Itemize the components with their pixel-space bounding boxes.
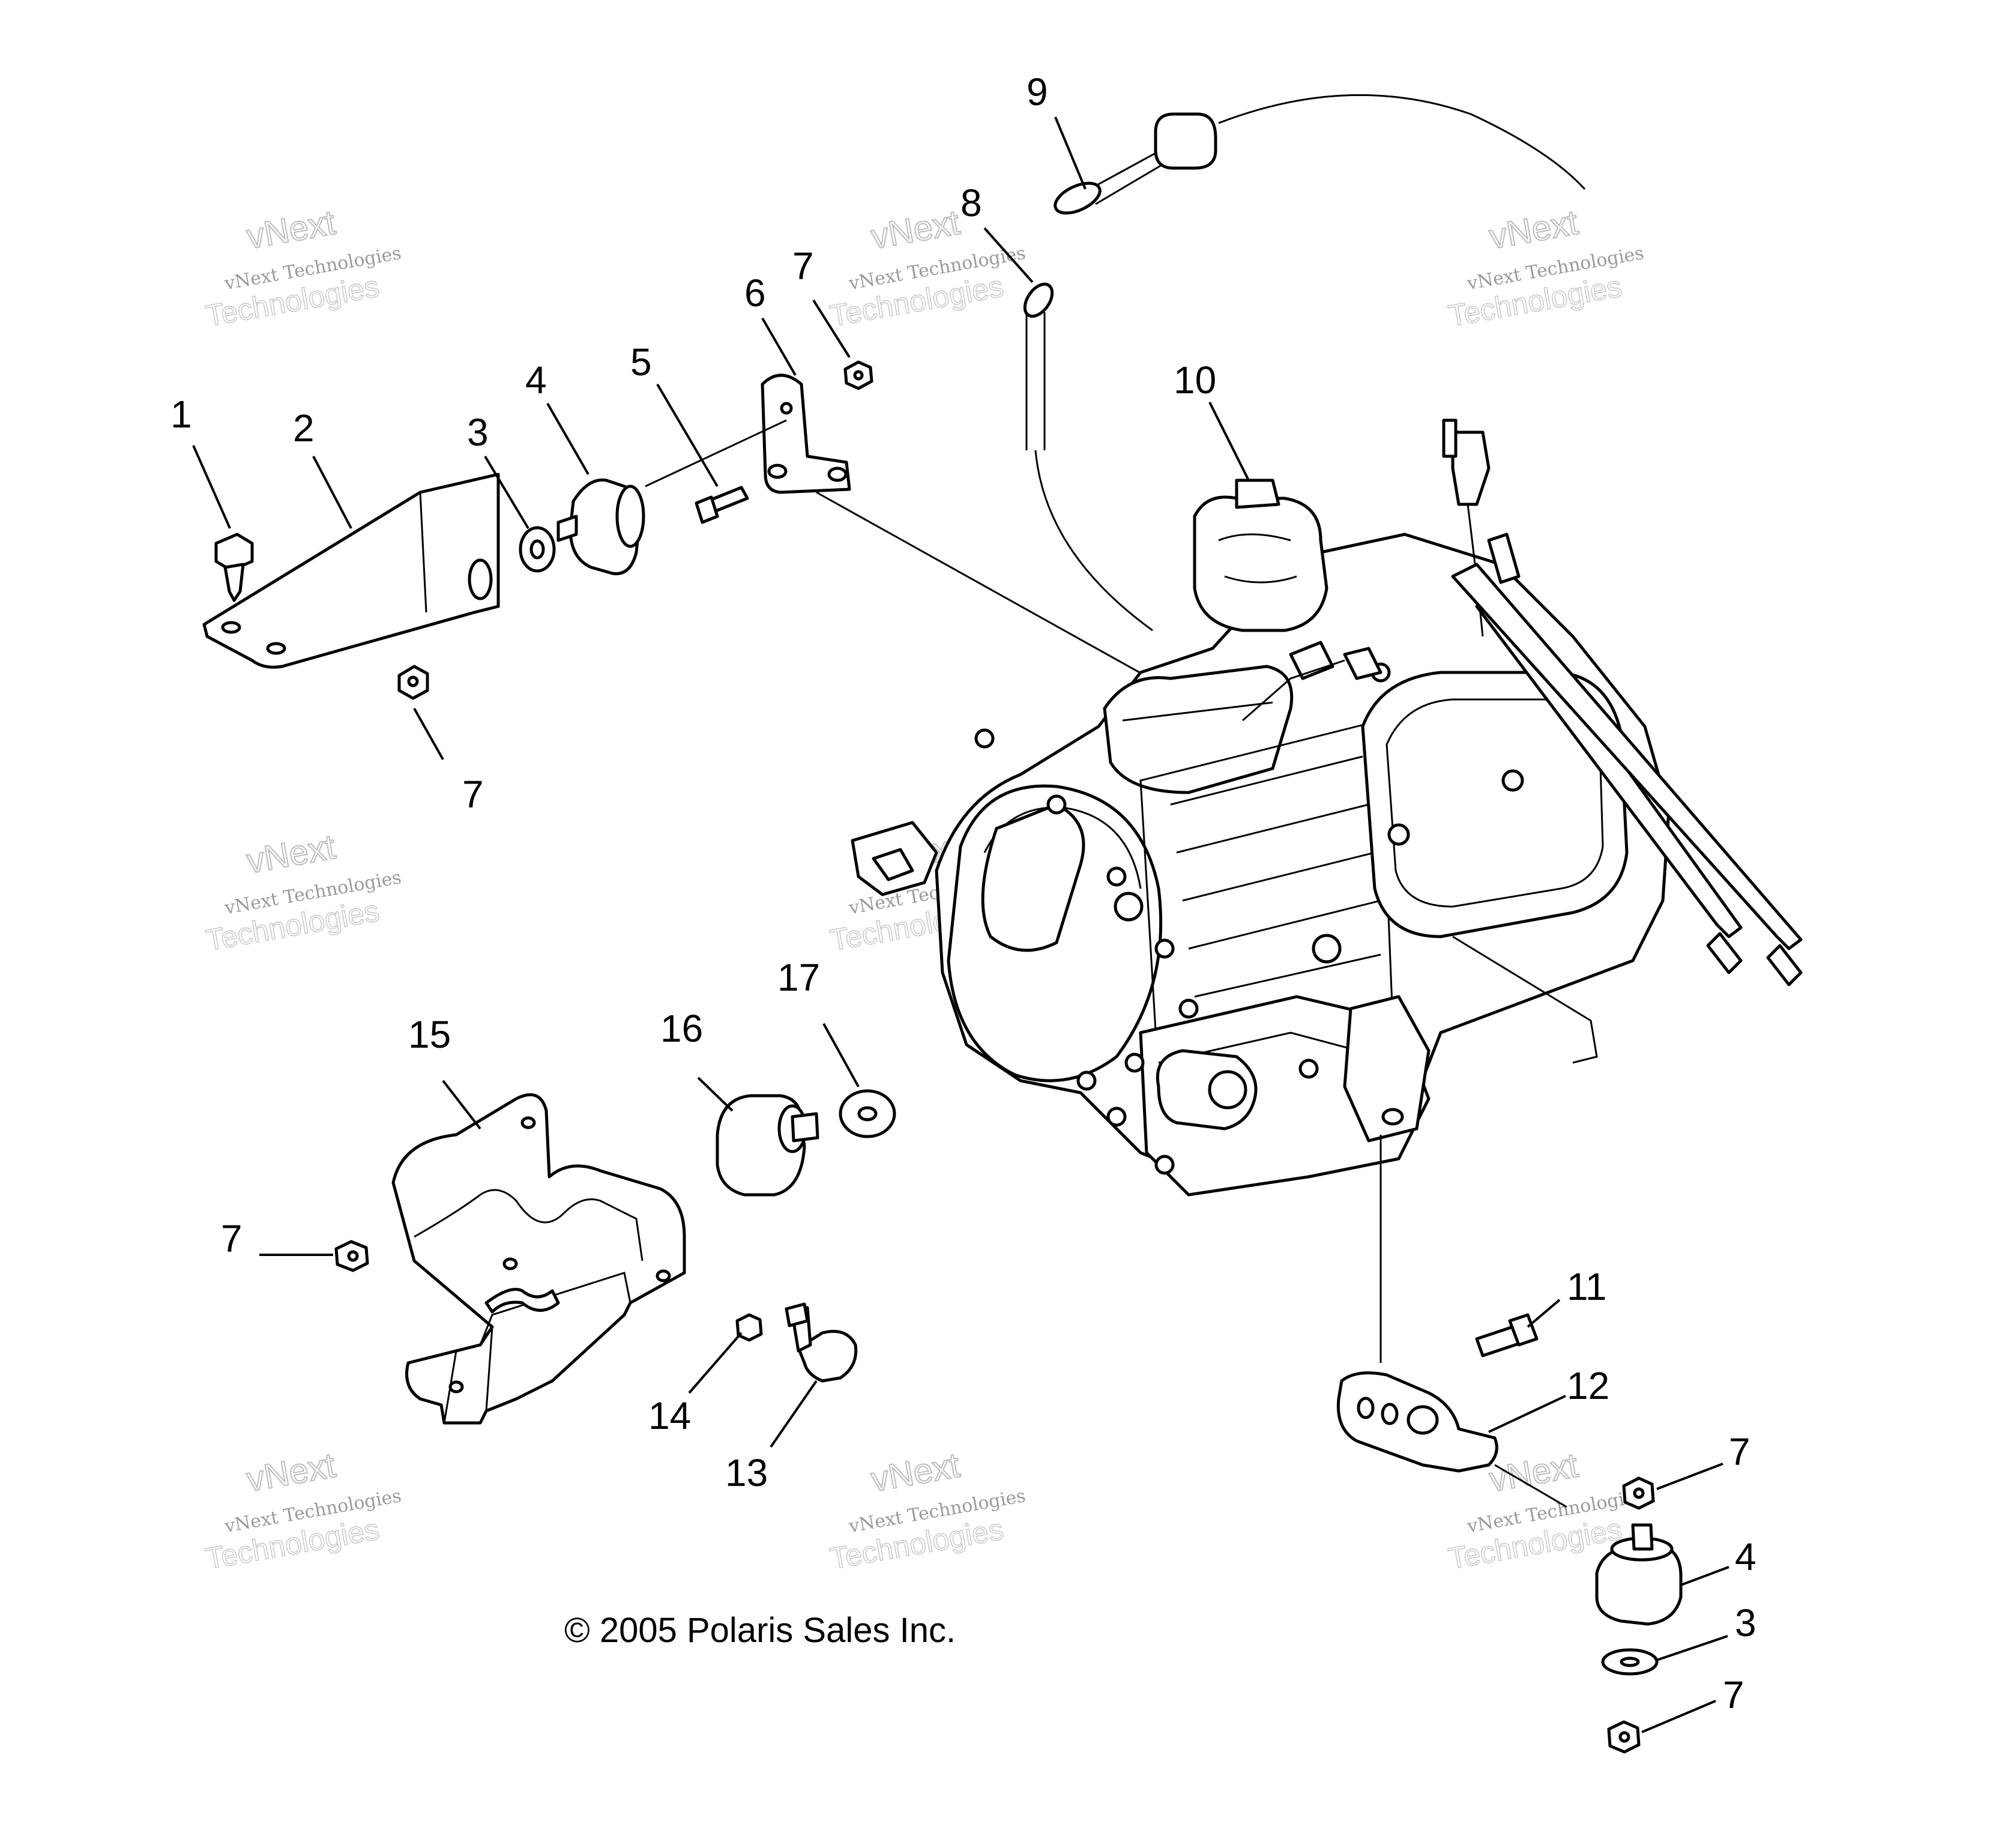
callout-7-left: 7 <box>462 773 484 816</box>
nut-7-right-upper <box>1622 1476 1655 1510</box>
cable-end-9 <box>1154 112 1217 170</box>
callout-9: 9 <box>1027 70 1048 113</box>
mount-4-upper <box>556 478 645 576</box>
watermark-8: vNext vNext Technologies Technologies <box>827 1445 1027 1576</box>
copyright-text: © 2005 Polaris Sales Inc. <box>564 1611 956 1650</box>
throttle-cable <box>1218 94 1586 190</box>
leader-lines <box>192 116 1729 1733</box>
align-line-6-engine <box>816 491 1183 698</box>
bracket-15 <box>391 1093 686 1425</box>
callout-3-lower: 3 <box>1735 1601 1756 1644</box>
ground-eye-8 <box>1023 282 1054 318</box>
mount-4-lower <box>1595 1523 1683 1626</box>
callout-5: 5 <box>630 340 652 384</box>
align-line-12-4 <box>1494 1464 1567 1508</box>
watermark-3: vNext vNext Technologies Technologies <box>1446 202 1645 333</box>
callout-6: 6 <box>744 271 766 315</box>
callout-4: 4 <box>525 358 547 402</box>
callout-7-right-lower: 7 <box>1723 1673 1744 1717</box>
watermark-4: vNext vNext Technologies Technologies <box>203 827 403 958</box>
cable-lead-9 <box>1089 152 1162 205</box>
callout-16: 16 <box>660 1007 703 1050</box>
callout-7-right-upper: 7 <box>1729 1430 1750 1473</box>
ground-wire-8 <box>1025 312 1153 632</box>
callout-7-bracket15: 7 <box>221 1217 243 1260</box>
watermark-2: vNext vNext Technologies Technologies <box>827 202 1027 333</box>
bolt-11 <box>1475 1313 1539 1357</box>
nut-7-left <box>397 665 429 700</box>
nut-14 <box>735 1313 763 1342</box>
callout-14: 14 <box>648 1394 691 1437</box>
callout-4-lower: 4 <box>1735 1535 1756 1578</box>
svg-text:vNext: vNext <box>244 827 338 881</box>
watermark-7: vNext vNext Technologies Technologies <box>203 1445 403 1576</box>
engine-assembly-10 <box>851 418 1803 1197</box>
callout-15: 15 <box>408 1013 451 1056</box>
callout-11: 11 <box>1567 1265 1606 1308</box>
svg-text:vNext: vNext <box>244 203 338 257</box>
svg-text:vNext: vNext <box>244 1446 338 1500</box>
washer-17 <box>839 1089 896 1138</box>
svg-text:vNext: vNext <box>1486 203 1581 257</box>
svg-text:vNext: vNext <box>868 203 962 257</box>
callout-12: 12 <box>1567 1364 1609 1407</box>
callout-1: 1 <box>170 393 192 436</box>
washer-3-upper <box>519 526 556 573</box>
callout-13: 13 <box>725 1451 768 1494</box>
nut-7-right-lower <box>1607 1720 1641 1754</box>
bracket-2 <box>202 473 500 669</box>
callout-10: 10 <box>1174 358 1216 402</box>
bracket-6 <box>761 373 851 494</box>
bolt-1 <box>214 533 254 602</box>
svg-text:vNext: vNext <box>868 1446 962 1500</box>
callout-8: 8 <box>960 181 982 225</box>
bracket-12 <box>1336 1371 1498 1473</box>
callout-7-top: 7 <box>792 244 814 288</box>
svg-text:vNext: vNext <box>1486 1446 1581 1500</box>
cable-eye-9 <box>1054 181 1102 215</box>
bolt-5 <box>695 486 749 524</box>
nut-7-top <box>843 360 873 390</box>
callout-3: 3 <box>467 411 489 454</box>
watermark-1: vNext vNext Technologies Technologies <box>203 202 403 333</box>
callout-17: 17 <box>777 956 820 999</box>
mount-16 <box>716 1094 819 1197</box>
align-line-5-6 <box>645 419 787 488</box>
stud-13 <box>785 1302 858 1383</box>
callout-2: 2 <box>293 406 315 450</box>
callout-numbers: 1 2 3 4 5 6 7 7 8 9 10 7 15 16 17 7 14 1… <box>170 70 1756 1717</box>
washer-3-lower <box>1601 1648 1659 1676</box>
nut-7-bracket-15 <box>334 1240 369 1272</box>
